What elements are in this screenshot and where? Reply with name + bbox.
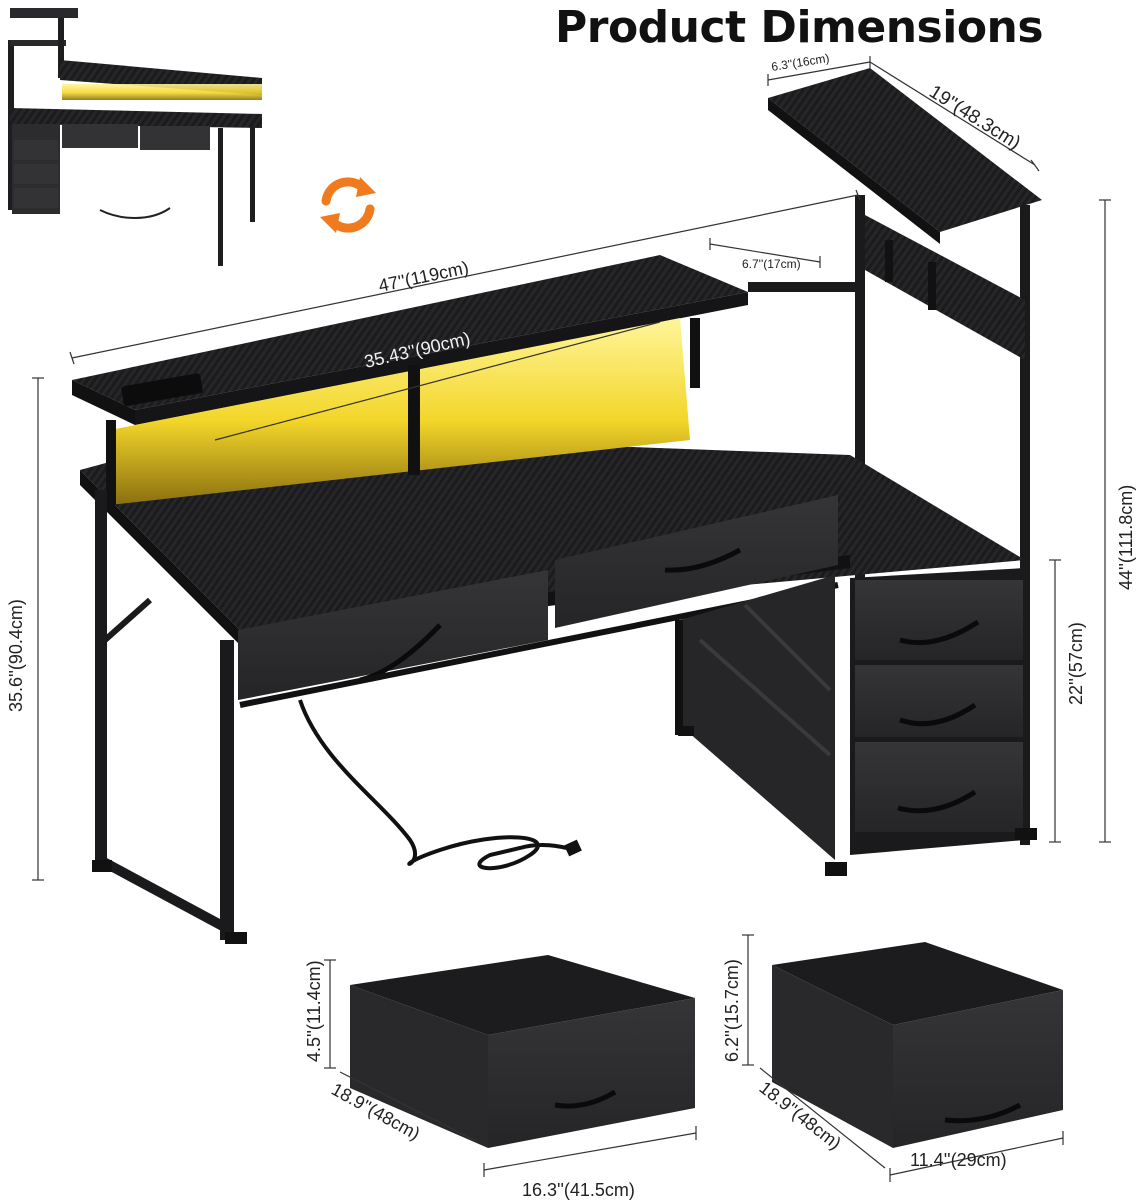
label-desk-height: 35.6''(90.4cm) [6, 599, 26, 712]
label-desk-width: 47''(119cm) [377, 257, 471, 296]
label-riser-depth: 6.7''(17cm) [742, 257, 801, 271]
page-title: Product Dimensions [555, 2, 1044, 53]
label-cabinet-height: 22''(57cm) [1066, 622, 1086, 705]
thumbnail-desk [8, 8, 262, 266]
large-drawer [772, 942, 1063, 1148]
dimension-lines [32, 56, 1111, 1182]
label-large-drawer-width: 11.4''(29cm) [910, 1150, 1007, 1170]
rotate-arrows-icon [320, 177, 376, 233]
main-desk [72, 68, 1042, 944]
label-small-drawer-width: 16.3''(41.5cm) [522, 1180, 635, 1200]
label-small-drawer-height: 4.5''(11.4cm) [304, 960, 324, 1062]
label-total-height: 44''(111.8cm) [1116, 485, 1136, 590]
small-drawer [350, 955, 695, 1148]
label-large-drawer-height: 6.2''(15.7cm) [722, 959, 742, 1062]
